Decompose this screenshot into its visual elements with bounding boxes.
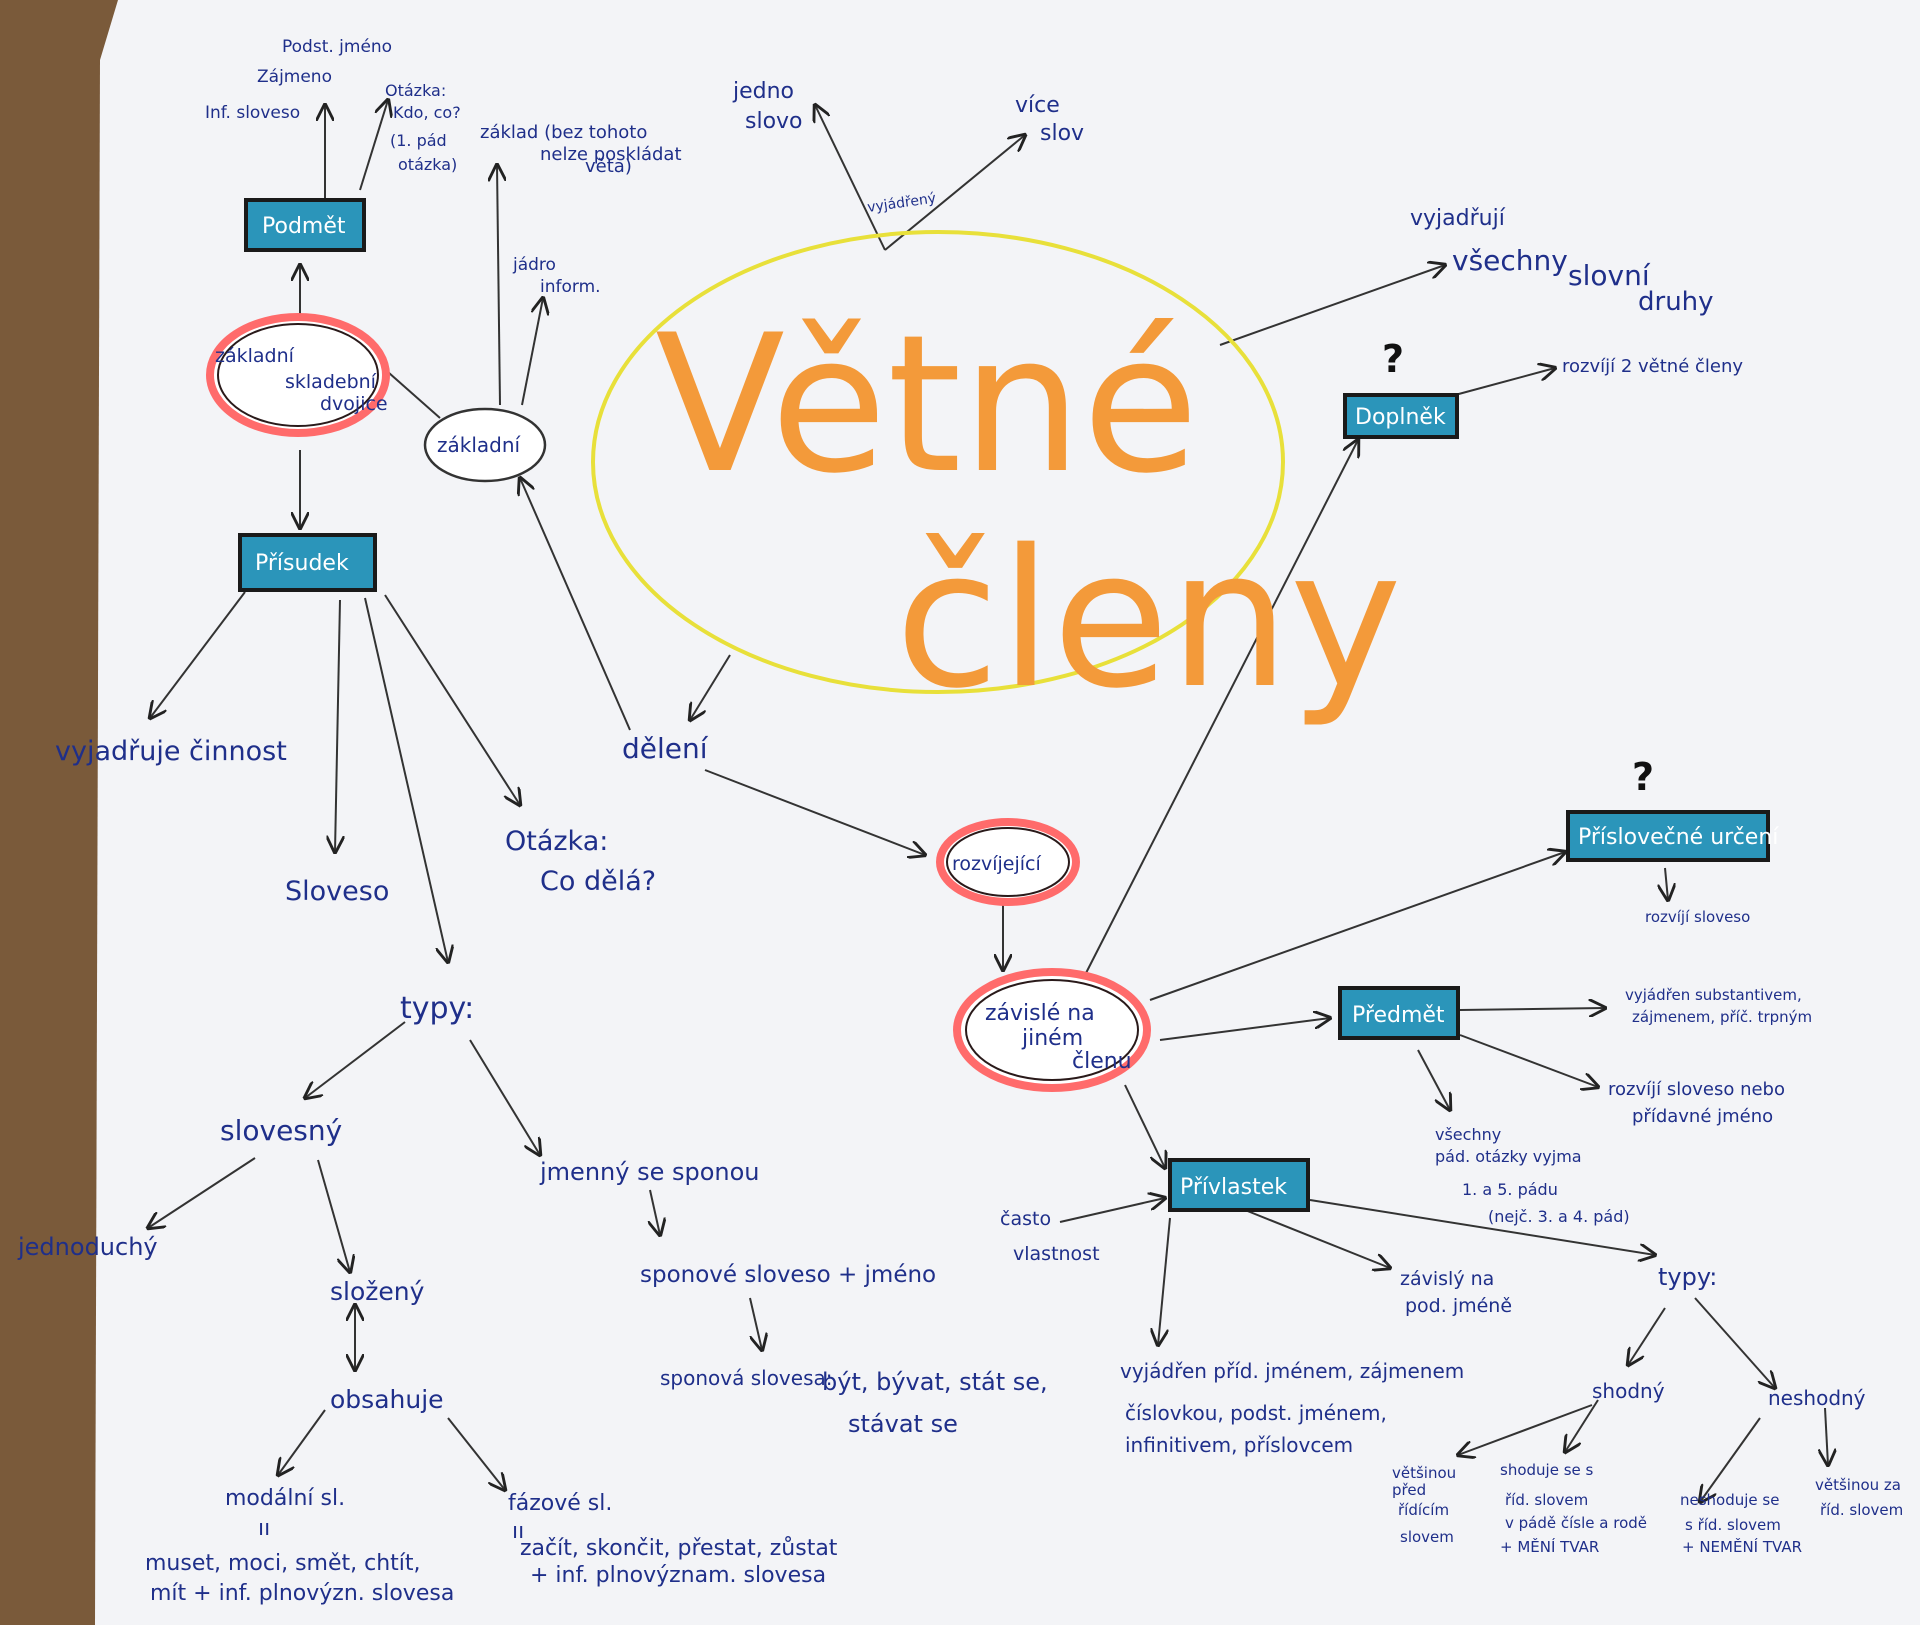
casto-vlastnost: často vlastnost [1000, 1208, 1100, 1265]
deleni: dělení [622, 732, 709, 765]
prisudek-label: Přísudek [255, 551, 349, 576]
zakladni-skladebni-dvojice-label: základní skladební dvojice [215, 345, 388, 415]
title-ring [591, 230, 1285, 694]
doplnek-note: rozvíjí 2 větné členy [1562, 356, 1743, 377]
neshodny: neshodný [1768, 1386, 1866, 1410]
predmet-note-1: vyjádřen substantivem, zájmenem, příč. t… [1625, 986, 1812, 1026]
vyjadruji-vsechny-slovni-druhy: vyjadřují všechny slovní druhy [1410, 206, 1714, 317]
podmet-label: Podmět [262, 214, 346, 239]
privlastek-box: Přívlastek [1168, 1158, 1310, 1212]
sponova-slovesa-label: sponová slovesa: [660, 1366, 832, 1390]
top-vice-slov: více slov [1015, 93, 1084, 146]
title-line-1: Větné [655, 294, 1199, 515]
rozvijejici-node: rozvíjející [936, 818, 1080, 906]
neshodny-note-1: neshoduje se s říd. slovem + NEMĚNÍ TVAR [1680, 1491, 1802, 1556]
podmet-question: Otázka: Kdo, co? (1. pád otázka) [385, 81, 466, 174]
neshodny-note-2: většinou za říd. slovem [1815, 1476, 1906, 1519]
zaklad-note: základ (bez tohoto nelze poskládat věta) [480, 122, 687, 177]
zavisle-label: závislé na jiném členu [985, 1001, 1132, 1074]
rozvijejici-label: rozvíjející [952, 853, 1041, 875]
shodny: shodný [1592, 1379, 1665, 1403]
slovesny: slovesný [220, 1114, 342, 1147]
paper-sheet [95, 0, 1920, 1625]
otazka-co-dela: Otázka: Co dělá? [505, 826, 656, 897]
zakladni-label: základní [437, 433, 522, 457]
slozeny: složený [330, 1277, 425, 1306]
predmet-note-3: všechny pád. otázky vyjma 1. a 5. pádu (… [1435, 1125, 1630, 1226]
zavisle-na-jinem-clenu-node: závislé na jiném členu [953, 968, 1151, 1092]
vyjadren-prid-jmenem: vyjádřen příd. jménem, zájmenem číslovko… [1120, 1359, 1471, 1457]
predmet-box: Předmět [1338, 986, 1460, 1040]
podmet-box: Podmět [244, 198, 366, 252]
sloveso: Sloveso [285, 876, 389, 907]
sponove-sloveso-jmeno: sponové sloveso + jméno [640, 1262, 936, 1288]
prislovecne-urceni-box: Příslovečné určení [1566, 810, 1779, 862]
predmet-note-2: rozvíjí sloveso nebo přídavné jméno [1608, 1079, 1791, 1127]
prislovecne-urceni-label: Příslovečné určení [1578, 825, 1779, 850]
modalni-slovesa: modální sl. ıı muset, moci, smět, chtít,… [145, 1486, 454, 1606]
prisudek-box: Přísudek [238, 533, 377, 592]
doplnek-label: Doplněk [1355, 405, 1446, 430]
connectors [148, 100, 1828, 1502]
top-jedno-slovo: jedno slovo [732, 79, 803, 134]
doplnek-box: Doplněk [1343, 393, 1459, 439]
prislovecne-question-mark: ? [1632, 755, 1654, 799]
jadro-inform: jádro inform. [512, 255, 601, 297]
shodny-note-2: shoduje se s říd. slovem v pádě čísle a … [1500, 1461, 1652, 1556]
obsahuje: obsahuje [330, 1385, 444, 1414]
shodny-note-1: většinou před řídícím slovem [1392, 1464, 1461, 1546]
typy-left: typy: [400, 991, 474, 1026]
prislovecne-note: rozvíjí sloveso [1645, 908, 1750, 926]
typy-right: typy: [1658, 1263, 1717, 1291]
zakladni-skladebni-dvojice-node: základní skladební dvojice [206, 313, 390, 437]
jednoduchy: jednoduchý [17, 1233, 158, 1261]
fazove-slovesa: fázové sl. ıı začít, skončit, přestat, z… [508, 1491, 844, 1588]
jmenny-se-sponou: jmenný se sponou [539, 1158, 760, 1186]
zavisly-na-pod-jmene: závislý na pod. jméně [1400, 1268, 1512, 1317]
sponova-slovesa-list: být, bývat, stát se, stávat se [822, 1368, 1055, 1438]
doplnek-question-mark: ? [1382, 337, 1404, 381]
predmet-label: Předmět [1352, 1003, 1445, 1028]
podmet-expressions: Podst. jméno Zájmeno Inf. sloveso [205, 37, 398, 123]
vyjadruje-cinnost: vyjadřuje činnost [55, 736, 287, 767]
title-line-2: členy [895, 509, 1402, 730]
privlastek-label: Přívlastek [1180, 1175, 1287, 1200]
zakladni-node: základní [423, 407, 547, 483]
